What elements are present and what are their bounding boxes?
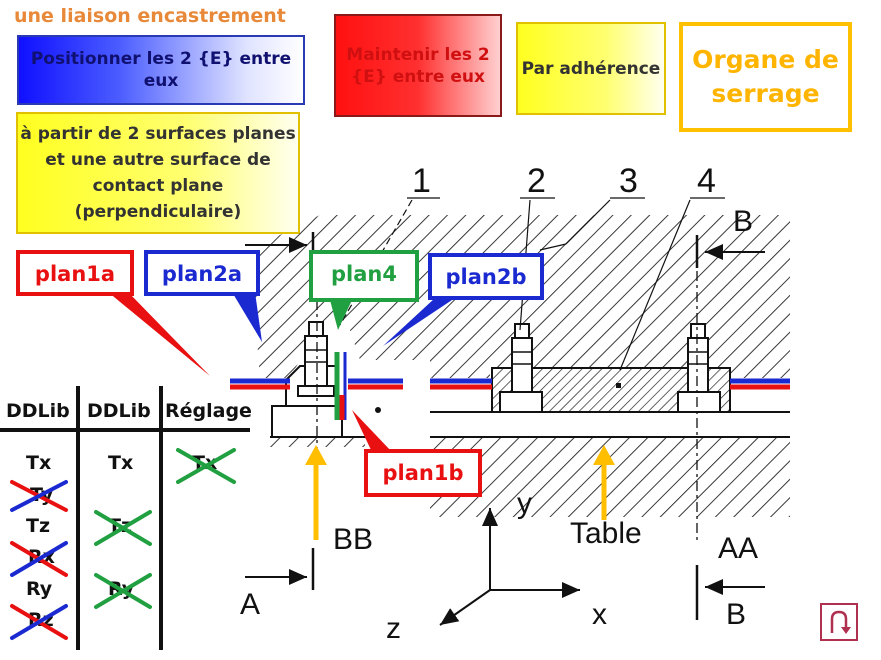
section-label-bb: BB: [333, 523, 374, 556]
axis-label-z: z: [386, 612, 401, 645]
section-label-b-bottom: B: [726, 598, 747, 631]
part-number-1: 1: [412, 162, 431, 200]
table-header-reglage: Réglage: [165, 400, 252, 422]
section-label-a: A: [240, 588, 261, 621]
positioning-text: Positionner les 2 {E} entre eux: [30, 49, 292, 91]
col1-tx: Tx: [26, 452, 52, 474]
plan2a-callout: plan2a: [144, 250, 260, 296]
contact-plane-lines: [230, 352, 790, 420]
u-turn-icon[interactable]: [820, 603, 858, 641]
section-label-table: Table: [570, 517, 642, 550]
holding-box: Maintenir les 2 {E} entre eux: [334, 14, 502, 117]
axis-label-x: x: [592, 598, 607, 631]
adherence-text: Par adhérence: [521, 58, 661, 79]
plan2b-callout: plan2b: [428, 253, 544, 300]
section-label-b-top: B: [733, 205, 754, 238]
ddl-table-grid: [0, 386, 250, 650]
part-number-4: 4: [697, 162, 716, 200]
diagram-title: une liaison encastrement: [14, 5, 286, 27]
clamping-organ-box: Organe de serrage: [679, 22, 852, 132]
col1-tz: Tz: [26, 515, 51, 537]
table-header-ddlib-2: DDLib: [87, 400, 151, 422]
positioning-box: Positionner les 2 {E} entre eux: [17, 35, 305, 105]
plan1b-pointer: [352, 410, 392, 452]
plan4-callout: plan4: [309, 250, 419, 302]
plan1b-callout: plan1b: [364, 449, 482, 497]
table-header-ddlib-1: DDLib: [6, 400, 70, 422]
part-number-2: 2: [527, 162, 546, 200]
plan1a-callout: plan1a: [16, 250, 134, 296]
force-arrows: [305, 445, 615, 540]
adherence-box: Par adhérence: [516, 22, 666, 115]
col2-tx: Tx: [108, 452, 134, 474]
right-clamp-part: [491, 323, 731, 413]
plan2b-pointer: [383, 298, 455, 346]
section-label-aa: AA: [718, 532, 759, 565]
coordinate-axes: [439, 508, 580, 626]
clamping-organ-text: Organe de serrage: [692, 45, 839, 108]
surfaces-text: à partir de 2 surfaces planes et une aut…: [20, 124, 296, 222]
plan2a-pointer: [232, 292, 262, 342]
col1-ry: Ry: [26, 578, 53, 600]
plan1a-pointer: [108, 292, 210, 376]
plan4-pointer: [330, 300, 352, 330]
part-number-3: 3: [619, 162, 638, 200]
left-clamp-part: [271, 321, 343, 438]
axis-label-y: y: [517, 487, 532, 520]
holding-text: Maintenir les 2 {E} entre eux: [346, 44, 490, 87]
surfaces-box: à partir de 2 surfaces planes et une aut…: [16, 112, 300, 234]
